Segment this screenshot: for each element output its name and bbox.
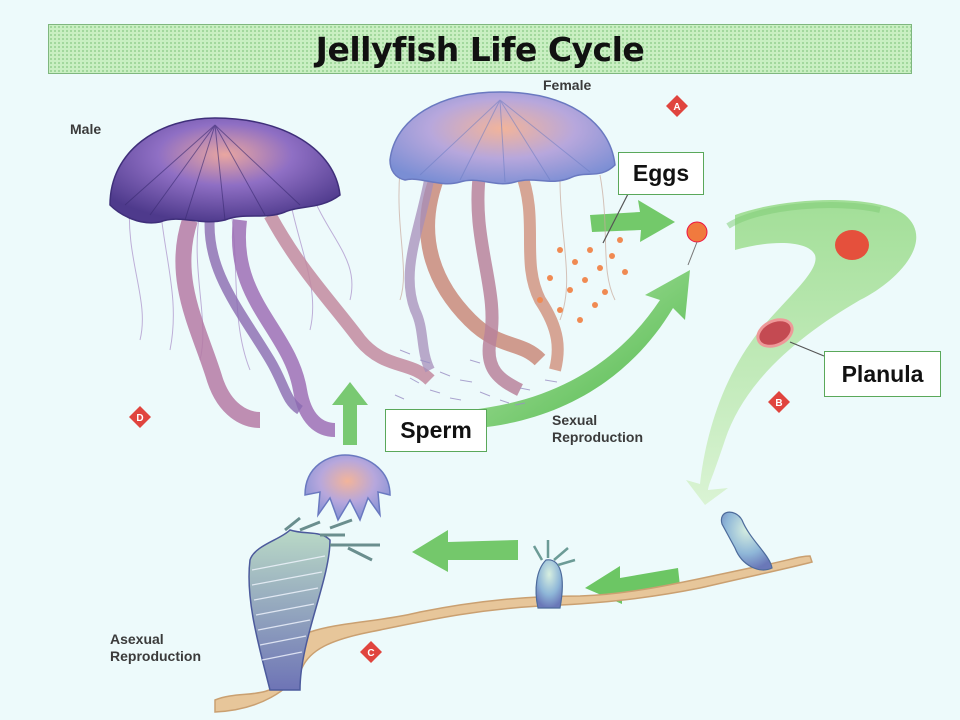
label-asexual-line-1: Asexual [110, 631, 164, 647]
planula-leader-line [789, 341, 825, 357]
label-sexual-reproduction: Sexual Reproduction [552, 412, 643, 446]
callout-eggs: Eggs [618, 152, 704, 195]
ephyra [304, 454, 391, 522]
fertilized-egg-leader [687, 241, 698, 266]
planula-larva [756, 318, 794, 348]
title-banner: Jellyfish Life Cycle [48, 24, 912, 74]
eggs-leader-line [602, 193, 629, 244]
label-sexual-line-1: Sexual [552, 412, 598, 428]
svg-text:B: B [775, 398, 782, 409]
label-asexual-reproduction: Asexual Reproduction [110, 631, 201, 665]
fertilized-egg [686, 221, 708, 243]
polyp-attached [720, 511, 773, 571]
label-female: Female [543, 77, 592, 93]
eggs-cluster [537, 237, 628, 323]
stage-marker-a: A [666, 95, 688, 117]
label-male: Male [70, 121, 102, 137]
callout-planula: Planula [824, 351, 941, 397]
female-jellyfish [389, 91, 616, 396]
planula-path-arrow [686, 200, 917, 505]
male-jellyfish [109, 117, 435, 437]
sexual-reproduction-arrow [470, 270, 690, 428]
strobila [248, 516, 380, 691]
svg-text:D: D [136, 413, 143, 424]
polyp-small [532, 540, 576, 609]
eggs-arrow [590, 200, 675, 242]
egg-cell-large [835, 230, 869, 260]
stage-marker-b: B [768, 391, 790, 413]
ephyra-to-medusa-arrow [332, 382, 368, 445]
label-asexual-line-2: Reproduction [110, 648, 201, 664]
seabed-substrate [214, 555, 813, 713]
polyp-arrow-left [412, 530, 518, 572]
svg-text:A: A [673, 102, 680, 113]
diagram-title: Jellyfish Life Cycle [315, 29, 645, 69]
stage-marker-d: D [129, 406, 151, 428]
sperm-cloud [394, 349, 558, 406]
callout-sperm: Sperm [385, 409, 487, 452]
stage-marker-c: C [360, 641, 382, 663]
svg-text:C: C [367, 648, 374, 659]
label-sexual-line-2: Reproduction [552, 429, 643, 445]
